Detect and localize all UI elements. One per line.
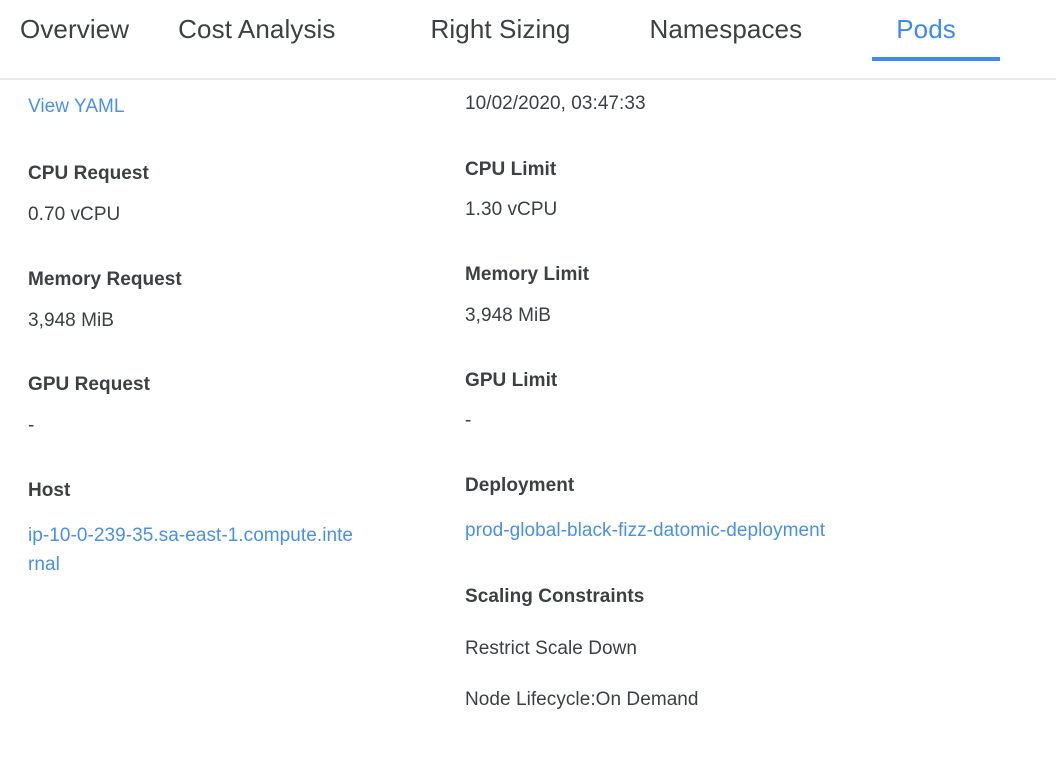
cpu-limit-label: CPU Limit: [465, 158, 557, 180]
field-view-yaml: View YAML: [28, 92, 448, 121]
field-host: Host ip-10-0-239-35.sa-east-1.compute.in…: [28, 479, 448, 580]
field-scaling-constraints: Scaling Constraints Restrict Scale Down …: [465, 585, 885, 712]
cpu-request-label: CPU Request: [28, 163, 149, 185]
field-memory-limit: Memory Limit 3,948 MiB: [465, 263, 885, 328]
tab-pods[interactable]: Pods: [872, 0, 1000, 62]
cpu-limit-value: 1.30 vCPU: [465, 199, 558, 221]
tab-bar: Overview Cost Analysis Right Sizing Name…: [0, 0, 1056, 80]
deployment-label: Deployment: [465, 475, 575, 496]
memory-limit-label: Memory Limit: [465, 264, 590, 286]
tab-right-sizing[interactable]: Right Sizing: [431, 0, 571, 45]
tab-overview[interactable]: Overview: [20, 0, 129, 45]
tab-namespaces[interactable]: Namespaces: [649, 0, 802, 45]
memory-request-label: Memory Request: [28, 268, 182, 290]
field-memory-request: Memory Request 3,948 MiB: [28, 268, 448, 333]
cpu-request-value: 0.70 vCPU: [28, 204, 121, 226]
host-label: Host: [28, 479, 71, 501]
field-gpu-request: GPU Request -: [28, 373, 448, 438]
memory-request-value: 3,948 MiB: [28, 309, 114, 331]
deployment-link[interactable]: prod-global-black-fizz-datomic-deploymen…: [465, 519, 826, 541]
scaling-constraint-item: Restrict Scale Down: [465, 637, 638, 659]
field-gpu-limit: GPU Limit -: [465, 369, 885, 434]
tab-cost-analysis[interactable]: Cost Analysis: [178, 0, 335, 45]
field-deployment: Deployment prod-global-black-fizz-datomi…: [465, 474, 885, 545]
timestamp-value: 10/02/2020, 03:47:33: [465, 93, 646, 114]
field-cpu-limit: CPU Limit 1.30 vCPU: [465, 158, 885, 223]
detail-column-right: 10/02/2020, 03:47:33 CPU Limit 1.30 vCPU…: [465, 92, 885, 712]
gpu-limit-value: -: [465, 410, 472, 432]
scaling-constraint-item: Node Lifecycle:On Demand: [465, 688, 699, 710]
gpu-limit-label: GPU Limit: [465, 369, 558, 391]
memory-limit-value: 3,948 MiB: [465, 304, 551, 326]
scaling-constraints-label: Scaling Constraints: [465, 586, 645, 608]
host-link[interactable]: ip-10-0-239-35.sa-east-1.compute.interna…: [28, 524, 354, 575]
field-cpu-request: CPU Request 0.70 vCPU: [28, 162, 448, 227]
detail-column-left: View YAML CPU Request 0.70 vCPU Memory R…: [28, 92, 448, 579]
detail-body: View YAML CPU Request 0.70 vCPU Memory R…: [0, 80, 1056, 710]
gpu-request-label: GPU Request: [28, 374, 150, 396]
view-yaml-link[interactable]: View YAML: [28, 96, 125, 117]
field-timestamp: 10/02/2020, 03:47:33: [465, 92, 885, 117]
gpu-request-value: -: [28, 415, 35, 437]
